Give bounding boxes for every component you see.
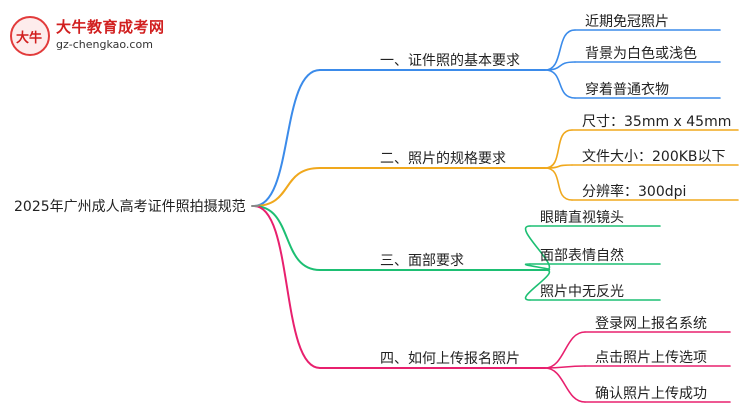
logo-mark-text: 大牛 bbox=[16, 31, 43, 46]
leaf-connector-3-2 bbox=[525, 263, 551, 271]
logo-title: 大牛教育成考网 bbox=[56, 18, 165, 36]
leaf-label-1-3: 穿着普通衣物 bbox=[585, 82, 669, 98]
leaf-connector-2-1 bbox=[544, 129, 573, 169]
mindmap-root-title: 2025年广州成人高考证件照拍摄规范 bbox=[14, 199, 246, 215]
leaf-label-4-1: 登录网上报名系统 bbox=[595, 316, 707, 332]
leaf-label-4-3: 确认照片上传成功 bbox=[595, 386, 707, 402]
leaf-label-3-2: 面部表情自然 bbox=[540, 248, 624, 264]
leaf-label-2-1: 尺寸：35mm x 45mm bbox=[582, 114, 732, 130]
logo-mark-icon: 大牛 bbox=[10, 16, 50, 56]
leaf-label-1-2: 背景为白色或浅色 bbox=[585, 46, 697, 62]
branch-connector-3 bbox=[253, 205, 321, 271]
branch-label-1: 一、证件照的基本要求 bbox=[380, 53, 520, 69]
leaf-label-2-3: 分辨率：300dpi bbox=[582, 184, 687, 200]
leaf-label-3-1: 眼睛直视镜头 bbox=[540, 210, 624, 226]
leaf-label-3-3: 照片中无反光 bbox=[540, 284, 624, 300]
branch-connector-1 bbox=[253, 69, 321, 207]
leaf-connector-1-1 bbox=[544, 29, 576, 71]
leaf-label-1-1: 近期免冠照片 bbox=[585, 14, 669, 30]
branch-connector-4 bbox=[253, 205, 321, 369]
branch-label-3: 三、面部要求 bbox=[380, 253, 464, 269]
site-logo: 大牛 大牛教育成考网 gz-chengkao.com bbox=[10, 14, 180, 58]
leaf-connector-1-3 bbox=[544, 69, 576, 99]
leaf-label-4-2: 点击照片上传选项 bbox=[595, 350, 707, 366]
leaf-connector-4-1 bbox=[544, 331, 586, 369]
leaf-connector-3-3 bbox=[524, 269, 551, 301]
branch-label-4: 四、如何上传报名照片 bbox=[380, 351, 520, 367]
branch-label-2: 二、照片的规格要求 bbox=[380, 151, 506, 167]
leaf-connector-4-3 bbox=[544, 367, 586, 403]
leaf-label-2-2: 文件大小：200KB以下 bbox=[582, 149, 726, 165]
leaf-connector-2-3 bbox=[544, 167, 573, 201]
logo-url: gz-chengkao.com bbox=[56, 38, 153, 51]
branch-connector-2 bbox=[253, 167, 321, 207]
